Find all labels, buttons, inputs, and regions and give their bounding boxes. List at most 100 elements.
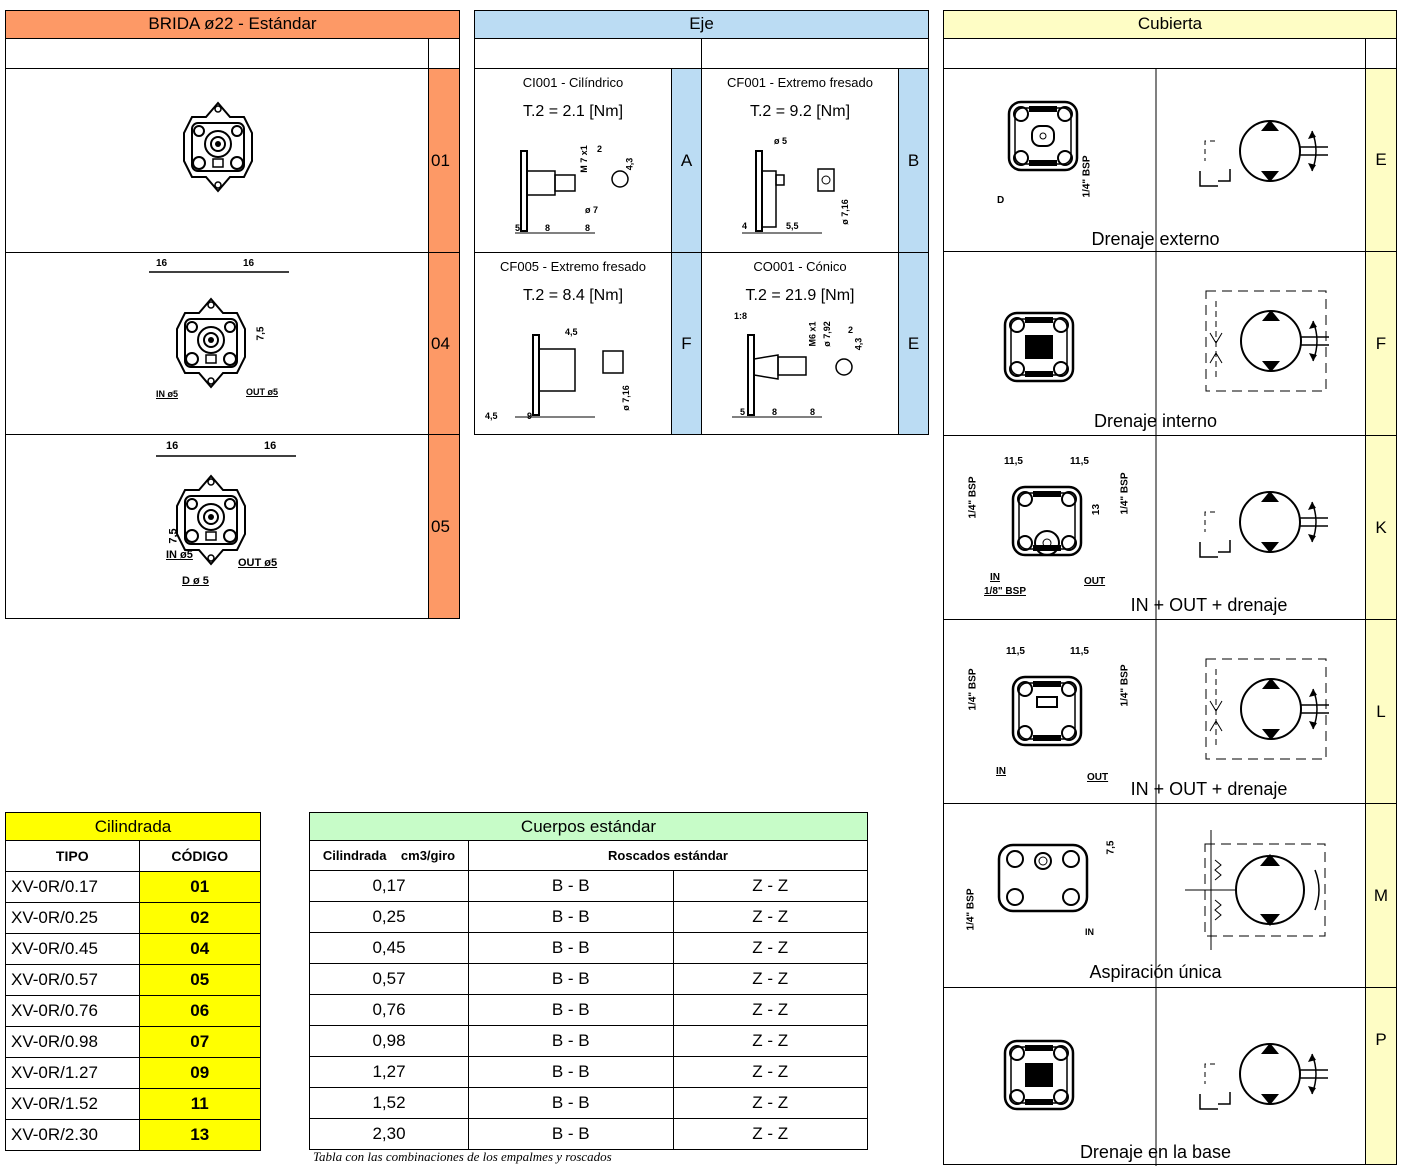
cylinder-code-cell: 05 <box>138 964 262 996</box>
cover-k-dim-6: IN <box>990 572 1000 583</box>
cylinder-type-cell: XV-0R/0.25 <box>5 902 140 934</box>
bodies-table: Cuerpos estándar Cilindrada cm3/giro Ros… <box>309 812 868 1150</box>
shaft-a-dim-4: ø 7 <box>585 205 599 215</box>
cover-k-dim-1: 11,5 <box>1004 456 1023 467</box>
cylinder-type-cell: XV-0R/2.30 <box>5 1119 140 1151</box>
cover-cell-f: Drenaje interno <box>943 251 1366 437</box>
cover-code-f: F <box>1365 251 1397 436</box>
bodies-thread-a-cell: B - B <box>468 994 674 1026</box>
cover-l-divider <box>1155 620 1157 805</box>
flange-drawing-01 <box>5 68 429 253</box>
shaft-a-dim-6: 8 <box>545 223 551 233</box>
flange-title: BRIDA ø22 - Estándar <box>5 10 460 39</box>
bodies-thread-a-cell: B - B <box>468 1087 674 1119</box>
shaft-f-torque: T.2 = 8.4 [Nm] <box>522 287 624 304</box>
bodies-header-displacement: Cilindrada cm3/giro <box>309 840 469 871</box>
cylinder-title: Cilindrada <box>5 812 261 841</box>
shaft-e-drawing <box>732 334 853 418</box>
shaft-a-dim-3: 4,3 <box>624 157 635 171</box>
cover-m-body <box>997 843 1089 913</box>
flange-05-dim-1: 16 <box>166 440 179 452</box>
cover-cell-p: Drenaje en la base <box>943 987 1366 1166</box>
shaft-cell-a: CI001 - Cilíndrico T.2 = 2.1 [Nm] M 7 x1… <box>474 68 672 253</box>
bodies-thread-a-cell: B - B <box>468 1118 674 1150</box>
flange-04-dim-5: OUT ø5 <box>246 387 279 397</box>
bodies-displacement-cell: 1,27 <box>309 1056 469 1088</box>
flange-05-dim-3: 7,5 <box>167 528 180 544</box>
flange-code-04: 04 <box>428 252 460 435</box>
cover-p-symbol <box>1199 1042 1329 1110</box>
cover-e-dim-2: 1/4" BSP <box>1081 155 1093 198</box>
cylinder-code-cell: 13 <box>138 1119 262 1151</box>
cover-m-dim-1: 1/4" BSP <box>965 888 977 931</box>
bodies-thread-b-cell: Z - Z <box>672 1025 868 1057</box>
shaft-b-drawing <box>742 150 835 234</box>
cover-e-divider <box>1155 69 1157 253</box>
shaft-subheader-right <box>701 38 929 69</box>
cover-k-body <box>1011 485 1083 557</box>
cover-k-label: IN + OUT + drenaje <box>1130 595 1288 615</box>
cylinder-code-cell: 01 <box>138 871 262 903</box>
shaft-subheader-left <box>474 38 702 69</box>
bodies-thread-a-cell: B - B <box>468 963 674 995</box>
cover-k-divider <box>1155 436 1157 621</box>
cover-code-k: K <box>1365 435 1397 620</box>
shaft-code-b: B <box>898 68 929 253</box>
cylinder-code-cell: 07 <box>138 1026 262 1058</box>
cover-k-dim-2: 11,5 <box>1070 456 1089 467</box>
shaft-code-f: F <box>671 252 702 435</box>
cover-l-dim-4: 1/4" BSP <box>1119 664 1131 707</box>
shaft-b-name: CF001 - Extremo fresado <box>727 75 873 90</box>
cover-cell-m: 1/4" BSP 7,5 IN Aspiración única <box>943 803 1366 989</box>
shaft-code-e: E <box>898 252 929 435</box>
cover-cell-l: 11,5 11,5 1/4" BSP 1/4" BSP IN OUT IN + … <box>943 619 1366 805</box>
cover-e-body <box>1007 100 1079 172</box>
cover-l-symbol <box>1205 658 1330 760</box>
cover-k-dim-4: 1/4" BSP <box>1119 472 1131 515</box>
cover-f-body <box>1003 311 1075 383</box>
shaft-a-dim-2: 2 <box>597 144 603 154</box>
cover-l-dim-3: 1/4" BSP <box>967 668 979 711</box>
shaft-e-dim-1: 1:8 <box>734 311 748 321</box>
cover-e-symbol <box>1199 119 1329 187</box>
shaft-e-torque: T.2 = 21.9 [Nm] <box>745 287 855 304</box>
bodies-thread-a-cell: B - B <box>468 1056 674 1088</box>
bodies-thread-b-cell: Z - Z <box>672 901 868 933</box>
cover-f-label: Drenaje interno <box>1093 411 1218 431</box>
shaft-f-dim-2: 4,5 <box>485 411 498 421</box>
bodies-displacement-cell: 0,25 <box>309 901 469 933</box>
cylinder-type-cell: XV-0R/0.57 <box>5 964 140 996</box>
shaft-f-drawing <box>515 334 624 418</box>
cover-l-dim-6: OUT <box>1087 772 1109 783</box>
shaft-a-drawing <box>515 150 629 234</box>
shaft-title: Eje <box>474 10 929 39</box>
shaft-b-dim-1: ø 5 <box>774 136 788 146</box>
cylinder-type-cell: XV-0R/0.17 <box>5 871 140 903</box>
cylinder-type-cell: XV-0R/0.45 <box>5 933 140 965</box>
shaft-e-name: CO001 - Cónico <box>753 259 847 274</box>
flange-subheader-code <box>428 38 460 69</box>
shaft-e-dim-5: 4,3 <box>853 337 864 351</box>
cover-code-e: E <box>1365 68 1397 252</box>
bodies-displacement-cell: 0,98 <box>309 1025 469 1057</box>
shaft-a-dim-1: M 7 x1 <box>578 145 589 173</box>
flange-04-dim-2: 16 <box>243 258 255 269</box>
shaft-e-dim-8: 8 <box>810 407 816 417</box>
shaft-f-dim-3: 9 <box>527 411 533 421</box>
cylinder-code-cell: 09 <box>138 1057 262 1089</box>
flange-04-dim-line <box>149 271 289 273</box>
cover-m-dim-2: 7,5 <box>1105 840 1117 855</box>
flange-05-dim-6: OUT ø5 <box>238 557 278 569</box>
flange-04-dim-3: 7,5 <box>255 326 267 341</box>
cover-f-symbol <box>1205 290 1330 392</box>
bodies-title: Cuerpos estándar <box>309 812 868 841</box>
